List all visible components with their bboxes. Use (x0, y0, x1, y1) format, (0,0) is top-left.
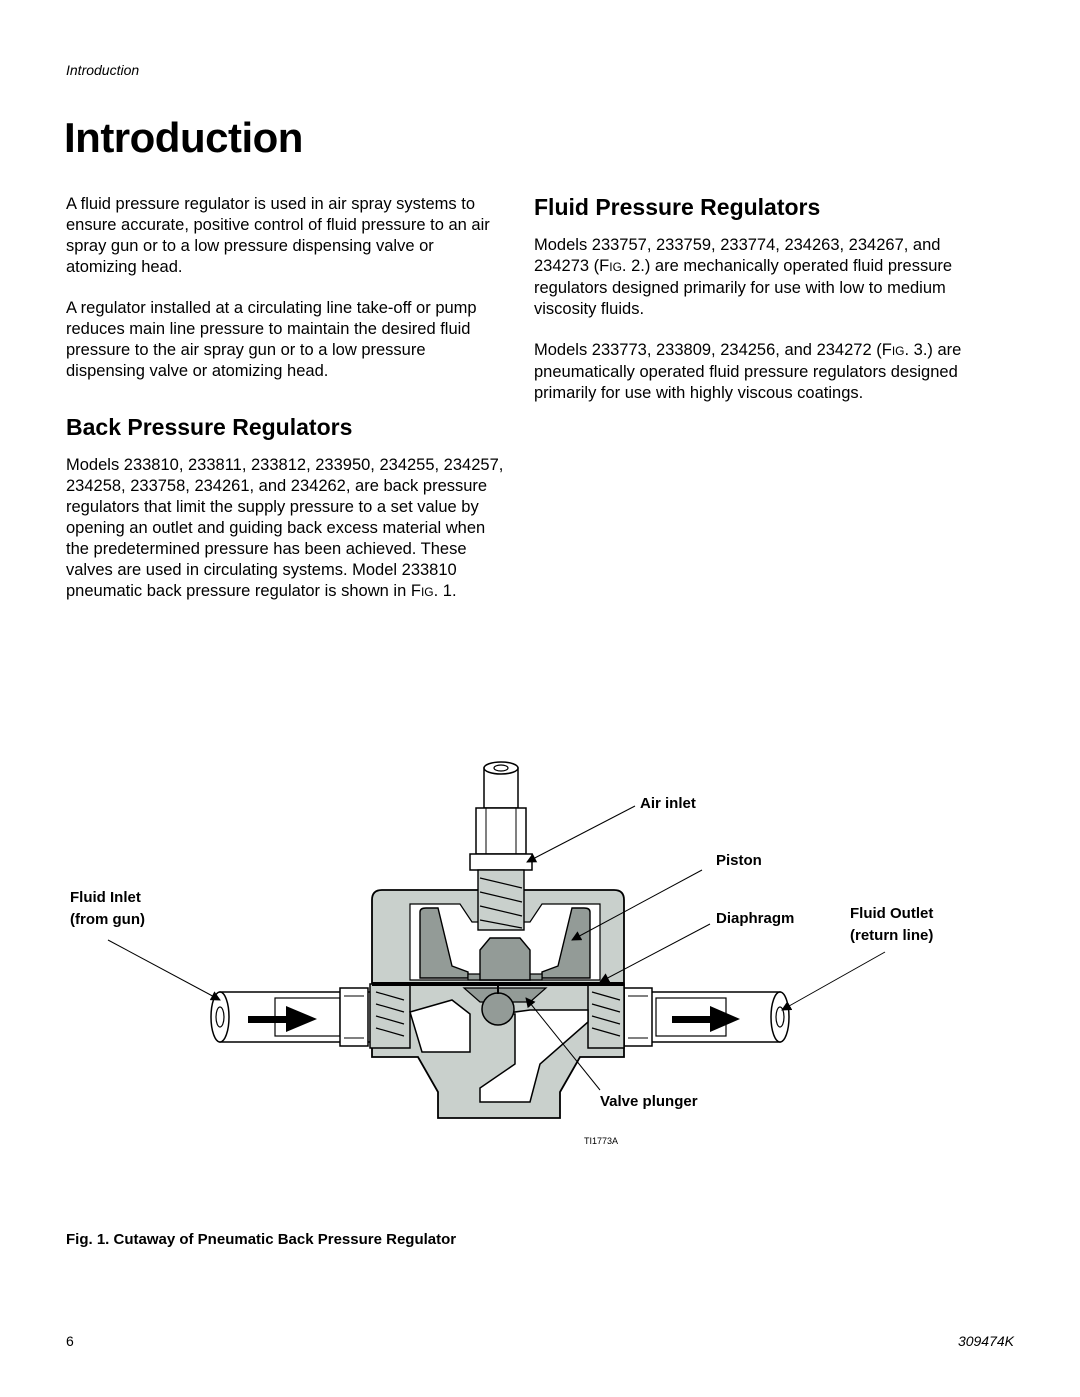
label-fluid-inlet-line1: Fluid Inlet (70, 889, 141, 906)
drawing-code: TI1773A (584, 1136, 618, 1146)
label-fluid-inlet-line2: (from gun) (70, 911, 145, 928)
fluid-pressure-heading: Fluid Pressure Regulators (534, 194, 821, 220)
page-number: 6 (66, 1333, 74, 1349)
page-title: Introduction (64, 114, 303, 161)
outlet-flow-arrow (672, 1006, 740, 1032)
label-fluid-outlet-line1: Fluid Outlet (850, 905, 933, 922)
fluid-pressure-paragraph-2: Models 233773, 233809, 234256, and 23427… (534, 341, 962, 402)
label-air-inlet: Air inlet (640, 795, 696, 812)
document-number: 309474K (957, 1333, 1014, 1349)
piston (419, 907, 591, 981)
running-head: Introduction (66, 62, 140, 78)
figure-caption: Fig. 1. Cutaway of Pneumatic Back Pressu… (66, 1231, 457, 1248)
back-pressure-heading: Back Pressure Regulators (66, 414, 353, 440)
intro-paragraph-1: A fluid pressure regulator is used in ai… (66, 195, 490, 276)
outlet-fitting-nut (623, 987, 653, 1047)
label-valve-plunger: Valve plunger (600, 1093, 698, 1110)
label-piston: Piston (716, 852, 762, 869)
intro-paragraph-2: A regulator installed at a circulating l… (66, 299, 477, 380)
fluid-pressure-paragraph-1: Models 233757, 233759, 233774, 234263, 2… (534, 236, 953, 318)
left-column: A fluid pressure regulator is used in ai… (66, 194, 506, 623)
fig-ref-1: FIG. 1. (410, 582, 457, 600)
air-inlet-stem (469, 761, 533, 931)
back-pressure-text: Models 233810, 233811, 233812, 233950, 2… (66, 456, 504, 600)
label-fluid-outlet-line2: (return line) (850, 927, 933, 944)
label-diaphragm: Diaphragm (716, 910, 794, 927)
back-pressure-paragraph: Models 233810, 233811, 233812, 233950, 2… (66, 455, 506, 603)
right-column: Fluid Pressure Regulators Models 233757,… (534, 194, 984, 424)
regulator-cutaway-figure: Air inlet Piston Fluid Inlet (from gun) … (70, 761, 933, 1146)
inlet-flow-arrow (248, 1006, 317, 1032)
inlet-fitting-nut (339, 987, 369, 1047)
leader-lines (107, 805, 886, 1091)
